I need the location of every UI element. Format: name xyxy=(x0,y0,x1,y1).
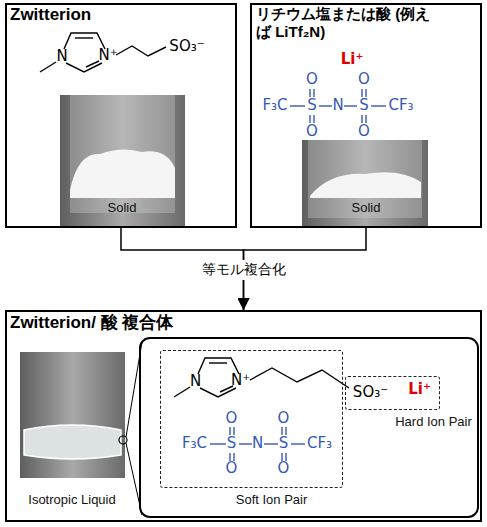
photo-background xyxy=(60,95,185,226)
single-bond xyxy=(210,443,226,444)
atom-label: N xyxy=(190,373,201,390)
single-bond xyxy=(371,105,386,106)
single-bond xyxy=(290,105,305,106)
methyl-bond xyxy=(40,62,56,72)
double-bond xyxy=(361,115,362,123)
arrow-label: 等モル複合化 xyxy=(198,260,290,280)
zoom-circle xyxy=(119,436,127,444)
atom-label: O xyxy=(358,71,370,88)
atom-label: S xyxy=(227,435,237,452)
alkyl-chain xyxy=(250,368,349,388)
atom-label: O xyxy=(358,123,370,140)
double-bond xyxy=(229,427,230,435)
double-bond xyxy=(309,115,310,123)
atom-label: SO₃⁻ xyxy=(353,384,388,401)
atom-label: Li⁺ xyxy=(341,51,364,68)
atom-label: S xyxy=(279,435,289,452)
photo-background xyxy=(20,352,125,478)
atom-label: F₃C xyxy=(262,97,287,114)
single-bond xyxy=(319,105,332,106)
single-bond xyxy=(344,105,357,106)
complex-panel: Zwitterion/ 酸 複合体 Isotropic Liquid N N⁺ F₃C S… xyxy=(5,310,482,522)
panel-heading: Zwitterion/ 酸 複合体 xyxy=(10,313,173,333)
double-bond xyxy=(209,362,227,363)
double-bond xyxy=(285,427,286,435)
double-bond xyxy=(75,37,93,38)
panel-heading: Zwitterion xyxy=(10,5,91,25)
single-bond xyxy=(291,443,305,444)
atom-label: CF₃ xyxy=(307,435,332,452)
double-bond xyxy=(281,427,282,435)
solid-powder xyxy=(310,172,421,198)
hard-ion-pair-box: SO₃⁻Li⁺Hard Ion Pair xyxy=(345,376,440,410)
caption-text: Soft Ion Pair xyxy=(236,492,308,507)
soft-ion-pair-box: NN⁺F₃CSNSCF₃OOOOSoft Ion Pair xyxy=(160,350,343,488)
ring-bond xyxy=(66,63,102,72)
zwitterion-panel: ZwitterionN N⁺ SO₃⁻ Solid xyxy=(5,3,237,228)
atom-label: N⁺ xyxy=(98,47,117,64)
double-bond xyxy=(86,61,99,67)
double-bond xyxy=(309,89,310,97)
vial-glass xyxy=(70,95,175,213)
atom-label: O xyxy=(278,460,290,477)
zoom-frame xyxy=(140,338,478,517)
atom-label: N xyxy=(252,435,263,452)
photo-background xyxy=(302,140,428,226)
solid-powder xyxy=(70,149,175,198)
atom-label: S xyxy=(359,97,369,114)
ring-bond xyxy=(200,388,236,397)
liquid-sample xyxy=(24,425,121,459)
caption-text: Solid xyxy=(108,201,137,216)
atom-label: O xyxy=(278,410,290,427)
alkyl-chain xyxy=(116,46,166,56)
caption-text: Isotropic Liquid xyxy=(28,493,115,508)
atom-label: O xyxy=(226,460,238,477)
double-bond xyxy=(365,89,366,97)
salt-panel: リチウム塩または酸 (例えば LiTf₂N) Li⁺ F₃C SNS CF₃ O O O O So… xyxy=(250,3,482,228)
atom-label: N⁺ xyxy=(231,372,250,389)
vial-glass xyxy=(308,140,422,218)
caption-text: Hard Ion Pair xyxy=(395,414,472,429)
caption-text: Solid xyxy=(352,201,381,216)
atom-label: F₃C xyxy=(182,435,207,452)
atom-label: Li⁺ xyxy=(408,381,431,398)
atom-label: O xyxy=(306,123,318,140)
panel-heading: リチウム塩または酸 (例えば LiTf₂N) xyxy=(256,5,431,41)
atom-label: N xyxy=(56,48,67,65)
double-bond xyxy=(313,89,314,97)
atom-label: S xyxy=(307,97,317,114)
atom-label: O xyxy=(226,410,238,427)
methyl-bond xyxy=(174,387,190,397)
atom-label: CF₃ xyxy=(388,97,413,114)
single-bond xyxy=(264,443,278,444)
double-bond xyxy=(365,115,366,123)
atom-label: O xyxy=(306,71,318,88)
double-bond xyxy=(361,89,362,97)
double-bond xyxy=(313,115,314,123)
double-bond xyxy=(233,427,234,435)
atom-label: SO₃⁻ xyxy=(169,38,204,55)
single-bond xyxy=(239,443,252,444)
atom-label: N xyxy=(332,97,343,114)
